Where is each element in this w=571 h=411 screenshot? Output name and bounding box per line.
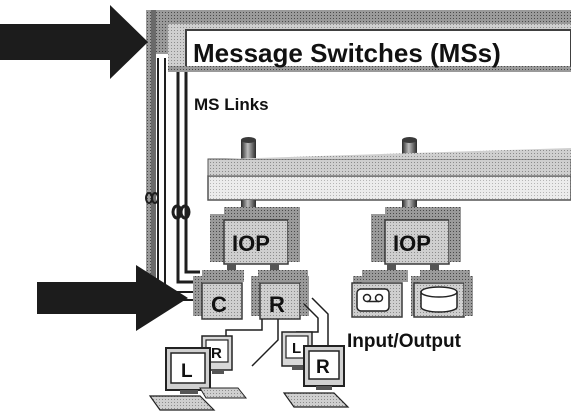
- input-arrow-top: [0, 5, 148, 79]
- ms-panel-back: [146, 10, 571, 315]
- iop-device-stubs: [227, 264, 439, 274]
- workstation-icon: [281, 331, 313, 370]
- workstation-icon: [201, 335, 233, 374]
- cluster-label-c: C: [211, 292, 227, 317]
- terminal-label-2: L: [292, 340, 301, 357]
- input-arrow-bottom: [37, 265, 188, 331]
- iop-label-left: IOP: [232, 231, 270, 256]
- cluster-box-c: [193, 270, 244, 320]
- ms-links-label: MS Links: [194, 95, 269, 114]
- terminal-label-3: R: [316, 357, 330, 378]
- iop-box-left: [210, 207, 300, 265]
- disk-drive-icon: [420, 286, 458, 313]
- tape-drive-icon: [356, 288, 390, 312]
- ms-panel: [168, 24, 571, 72]
- cluster-box-r: [251, 270, 309, 320]
- workstation-icon: [148, 347, 248, 411]
- io-label: Input/Output: [347, 331, 462, 352]
- ms-title: Message Switches (MSs): [193, 38, 501, 68]
- bus-bar: [207, 148, 571, 201]
- link-connector-loops: [145, 192, 191, 220]
- iop-label-right: IOP: [393, 231, 431, 256]
- cluster-label-r: R: [269, 292, 285, 317]
- terminal-label-0: R: [211, 345, 222, 362]
- workstation-icon: [282, 345, 350, 408]
- iop-box-right: [371, 207, 461, 265]
- terminal-label-1: L: [181, 361, 193, 382]
